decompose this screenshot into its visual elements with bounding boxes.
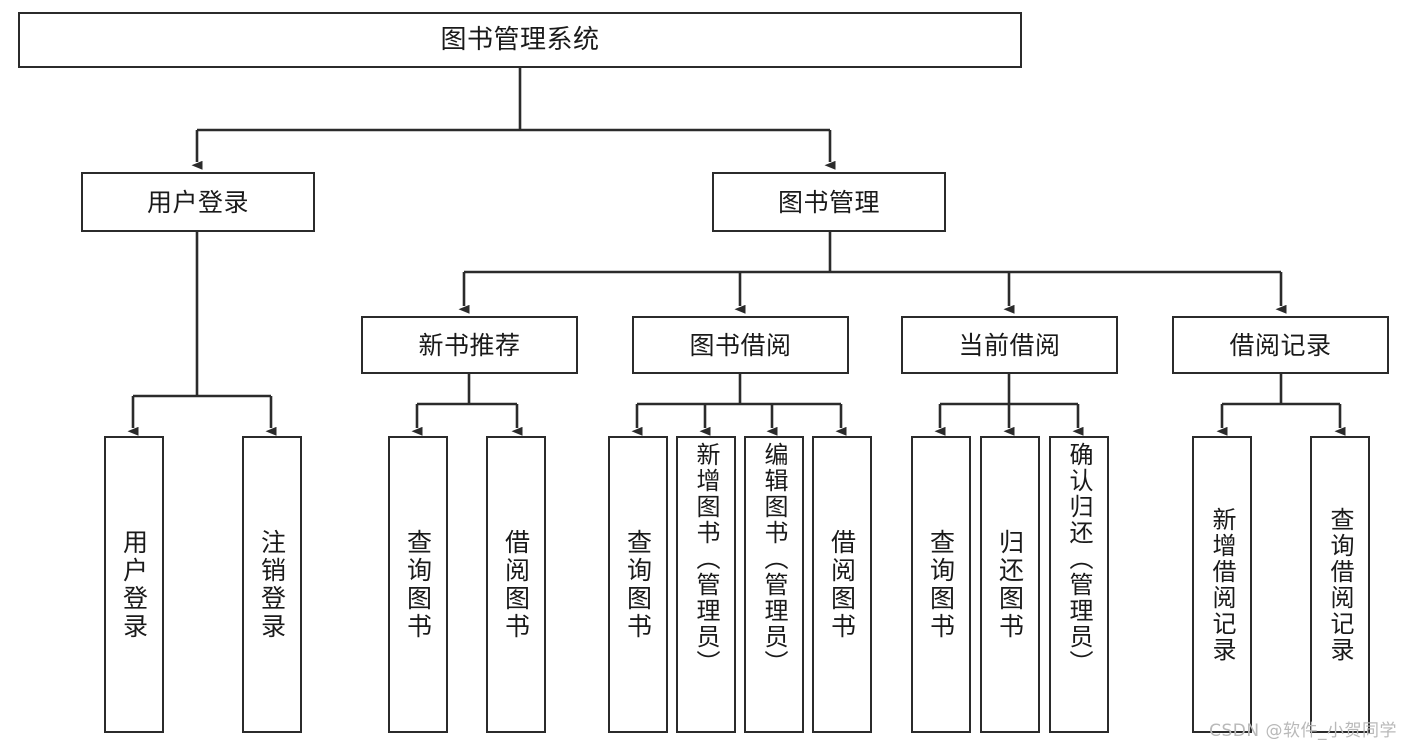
node-label: 新书推荐 <box>418 330 521 360</box>
leaf-edit-book-admin[interactable]: 编辑图书（管理员） <box>744 436 804 733</box>
leaf-borrow-book-recommend[interactable]: 借阅图书 <box>486 436 546 733</box>
node-label: 归还图书 <box>995 528 1025 641</box>
node-label: 确认归还（管理员） <box>1065 442 1093 676</box>
node-label: 编辑图书（管理员） <box>760 442 788 676</box>
node-book-borrowing[interactable]: 图书借阅 <box>632 316 849 374</box>
node-borrowing-record[interactable]: 借阅记录 <box>1172 316 1389 374</box>
node-label: 查询图书 <box>926 528 956 641</box>
node-label: 新增借阅记录 <box>1208 506 1236 663</box>
node-user-login[interactable]: 用户登录 <box>81 172 315 232</box>
leaf-logout-login[interactable]: 注销登录 <box>242 436 302 733</box>
node-label: 借阅记录 <box>1229 330 1332 360</box>
csdn-watermark: CSDN @软件_小贺同学 <box>1209 721 1397 741</box>
leaf-add-book-admin[interactable]: 新增图书（管理员） <box>676 436 736 733</box>
node-label: 查询图书 <box>623 528 653 641</box>
leaf-return-book[interactable]: 归还图书 <box>980 436 1040 733</box>
node-root-book-management-system[interactable]: 图书管理系统 <box>18 12 1022 68</box>
leaf-add-borrow-record[interactable]: 新增借阅记录 <box>1192 436 1252 733</box>
leaf-query-book-current[interactable]: 查询图书 <box>911 436 971 733</box>
node-label: 当前借阅 <box>958 330 1061 360</box>
node-label: 图书管理 <box>777 187 880 217</box>
node-label: 用户登录 <box>119 528 149 641</box>
node-label: 借阅图书 <box>827 528 857 641</box>
node-label: 注销登录 <box>257 528 287 641</box>
leaf-query-borrow-record[interactable]: 查询借阅记录 <box>1310 436 1370 733</box>
node-label: 借阅图书 <box>501 528 531 641</box>
node-label: 查询借阅记录 <box>1326 506 1354 663</box>
leaf-borrow-book[interactable]: 借阅图书 <box>812 436 872 733</box>
node-book-management[interactable]: 图书管理 <box>712 172 946 232</box>
node-label: 图书借阅 <box>689 330 792 360</box>
node-new-book-recommendation[interactable]: 新书推荐 <box>361 316 578 374</box>
leaf-query-book-borrow[interactable]: 查询图书 <box>608 436 668 733</box>
node-current-borrowing[interactable]: 当前借阅 <box>901 316 1118 374</box>
node-label: 图书管理系统 <box>440 25 600 55</box>
leaf-query-book-recommend[interactable]: 查询图书 <box>388 436 448 733</box>
node-label: 新增图书（管理员） <box>692 442 720 676</box>
leaf-user-login[interactable]: 用户登录 <box>104 436 164 733</box>
node-label: 查询图书 <box>403 528 433 641</box>
leaf-confirm-return-admin[interactable]: 确认归还（管理员） <box>1049 436 1109 733</box>
node-label: 用户登录 <box>146 187 249 217</box>
